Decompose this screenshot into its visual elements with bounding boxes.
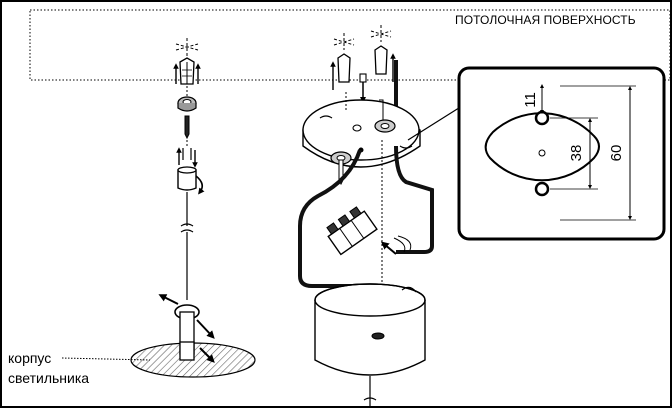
drill-mark-left — [175, 38, 199, 56]
dim-label-11: 11 — [522, 92, 539, 108]
plate-outline-detail — [484, 112, 600, 182]
detail-pointer — [407, 105, 463, 141]
ceiling-surface — [29, 9, 671, 81]
left-assembly — [61, 38, 256, 378]
terminal-block — [326, 206, 378, 256]
ceiling-surface-label: ПОТОЛОЧНАЯ ПОВЕРХНОСТЬ — [455, 13, 636, 27]
detail-inset — [457, 66, 666, 241]
luminaire-body-label-line1: корпус — [8, 350, 52, 366]
drill-mark-center-b — [370, 25, 392, 42]
drill-mark-center-a — [333, 33, 355, 50]
canopy-cap-left — [177, 169, 197, 191]
dim-label-60: 60 — [608, 145, 625, 162]
center-assembly — [298, 25, 434, 408]
dim-label-38: 38 — [568, 145, 585, 162]
luminaire-body-label-line2: светильника — [8, 370, 90, 386]
mounting-hole-top — [534, 110, 550, 126]
mounting-hole-bottom — [534, 181, 550, 197]
